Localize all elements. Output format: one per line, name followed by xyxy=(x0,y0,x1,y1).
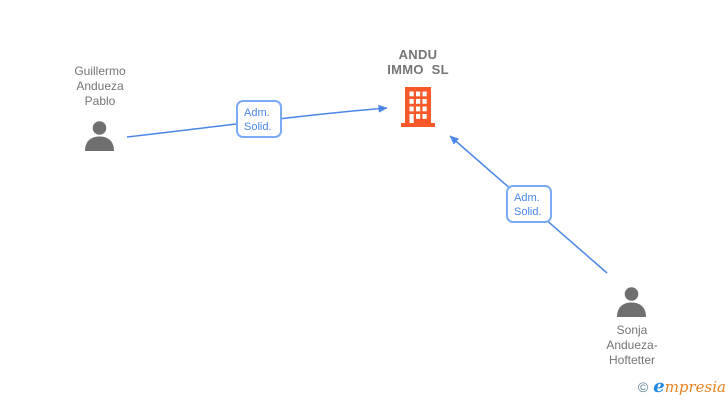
edge-label-adm-solid-2[interactable]: Adm. Solid. xyxy=(506,185,552,223)
node-person-sonja[interactable]: Sonja Andueza- Hoftetter xyxy=(570,287,694,372)
edge-label-adm-solid-1[interactable]: Adm. Solid. xyxy=(236,100,282,138)
empresia-logo[interactable]: © empresia xyxy=(638,376,726,397)
empresia-wordmark: empresia xyxy=(653,376,726,397)
person-name-label: Sonja Andueza- Hoftetter xyxy=(606,323,658,367)
copyright-icon: © xyxy=(637,379,649,395)
building-icon xyxy=(399,86,437,128)
node-person-guillermo[interactable]: Guillermo Andueza Pablo xyxy=(38,64,162,154)
person-icon xyxy=(83,121,116,151)
node-company-andu-immo-sl[interactable]: ANDU IMMO SL xyxy=(356,47,480,131)
empresia-rest: mpresia xyxy=(664,378,726,396)
person-icon xyxy=(615,287,648,317)
company-name: ANDU IMMO SL xyxy=(387,47,449,77)
empresia-initial: e xyxy=(653,376,665,397)
person-name-label: Guillermo Andueza Pablo xyxy=(74,64,126,108)
